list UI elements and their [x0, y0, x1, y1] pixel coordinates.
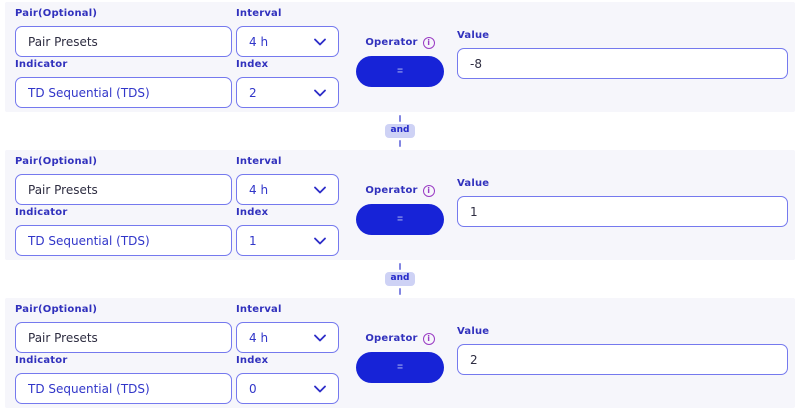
value-input[interactable]	[457, 196, 788, 227]
interval-selected-value: 4 h	[249, 330, 269, 345]
value-label: Value	[457, 326, 490, 337]
indicator-input[interactable]	[15, 77, 232, 108]
interval-label: Interval	[236, 304, 282, 315]
index-select[interactable]: 0	[236, 373, 339, 404]
chevron-down-icon	[314, 38, 326, 46]
index-selected-value: 2	[249, 85, 257, 100]
pair-label: Pair(Optional)	[15, 304, 98, 315]
operator-field: Operator i =	[356, 326, 444, 383]
info-icon[interactable]: i	[422, 332, 435, 345]
index-selected-value: 1	[249, 233, 257, 248]
indicator-label: Indicator	[15, 59, 68, 70]
chevron-down-icon	[314, 186, 326, 194]
indicator-input[interactable]	[15, 225, 232, 256]
index-label: Index	[236, 207, 269, 218]
interval-label: Interval	[236, 156, 282, 167]
and-separator: and	[5, 260, 795, 298]
chevron-down-icon	[314, 89, 326, 97]
indicator-field: Indicator	[15, 207, 232, 256]
index-field: Index 2	[236, 59, 339, 108]
indicator-field: Indicator	[15, 355, 232, 404]
value-label: Value	[457, 178, 490, 189]
interval-label: Interval	[236, 8, 282, 19]
interval-select[interactable]: 4 h	[236, 322, 339, 353]
dashed-line-segment	[399, 263, 401, 271]
interval-field: Interval 4 h	[236, 8, 339, 57]
interval-field: Interval 4 h	[236, 156, 339, 205]
value-input[interactable]	[457, 48, 788, 79]
pair-input[interactable]	[15, 174, 232, 205]
operator-field: Operator i =	[356, 30, 444, 87]
pair-field: Pair(Optional)	[15, 8, 232, 57]
pair-field: Pair(Optional)	[15, 304, 232, 353]
indicator-input[interactable]	[15, 373, 232, 404]
chevron-down-icon	[314, 385, 326, 393]
pair-field: Pair(Optional)	[15, 156, 232, 205]
interval-selected-value: 4 h	[249, 182, 269, 197]
index-field: Index 0	[236, 355, 339, 404]
dashed-line-segment	[399, 115, 401, 123]
value-field: Value	[457, 178, 788, 227]
operator-button[interactable]: =	[356, 351, 444, 383]
interval-select[interactable]: 4 h	[236, 174, 339, 205]
value-field: Value	[457, 30, 788, 79]
chevron-down-icon	[314, 334, 326, 342]
index-selected-value: 0	[249, 381, 257, 396]
value-label: Value	[457, 30, 490, 41]
and-separator: and	[5, 112, 795, 150]
interval-field: Interval 4 h	[236, 304, 339, 353]
value-input[interactable]	[457, 344, 788, 375]
operator-button[interactable]: =	[356, 203, 444, 235]
operator-label: Operator	[365, 37, 418, 48]
index-select[interactable]: 2	[236, 77, 339, 108]
operator-field: Operator i =	[356, 178, 444, 235]
operator-label: Operator	[365, 333, 418, 344]
interval-selected-value: 4 h	[249, 34, 269, 49]
condition-block-2: Pair(Optional) Interval 4 h Indicator In…	[5, 150, 795, 260]
value-field: Value	[457, 326, 788, 375]
info-icon[interactable]: i	[422, 184, 435, 197]
pair-label: Pair(Optional)	[15, 156, 98, 167]
operator-button[interactable]: =	[356, 55, 444, 87]
and-badge: and	[384, 272, 416, 286]
indicator-field: Indicator	[15, 59, 232, 108]
indicator-label: Indicator	[15, 207, 68, 218]
index-select[interactable]: 1	[236, 225, 339, 256]
index-label: Index	[236, 59, 269, 70]
pair-input[interactable]	[15, 322, 232, 353]
pair-input[interactable]	[15, 26, 232, 57]
pair-label: Pair(Optional)	[15, 8, 98, 19]
info-icon[interactable]: i	[422, 36, 435, 49]
and-badge: and	[384, 124, 416, 138]
interval-select[interactable]: 4 h	[236, 26, 339, 57]
condition-block-3: Pair(Optional) Interval 4 h Indicator In…	[5, 298, 795, 408]
operator-label: Operator	[365, 185, 418, 196]
dashed-line-segment	[399, 287, 401, 295]
chevron-down-icon	[314, 237, 326, 245]
index-field: Index 1	[236, 207, 339, 256]
dashed-line-segment	[399, 139, 401, 147]
indicator-label: Indicator	[15, 355, 68, 366]
index-label: Index	[236, 355, 269, 366]
condition-block-1: Pair(Optional) Interval 4 h Indicator In…	[5, 2, 795, 112]
